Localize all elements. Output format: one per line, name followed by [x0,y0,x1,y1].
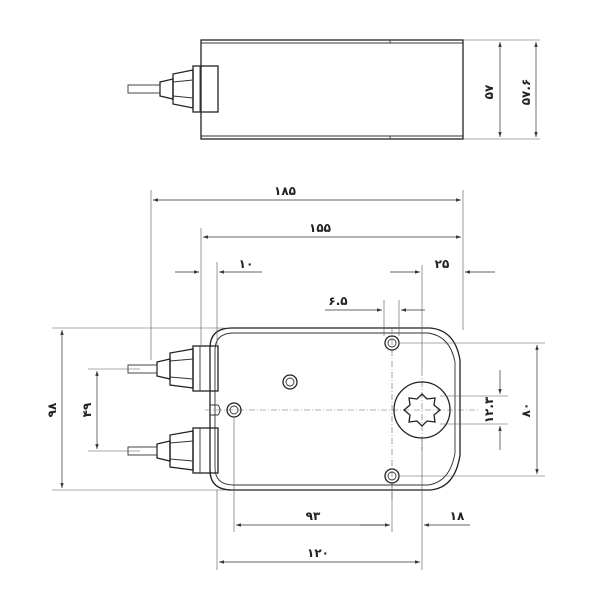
dim-hole-to-shaft: ۹۳ [306,509,321,523]
mounting-hole-top [384,335,400,351]
mounting-hole-bottom [384,468,400,484]
dim-shaft-size: ۱۲.۳ [482,396,496,423]
dim-top-height-outer: ۵۷.۶ [519,79,533,106]
dim-gland-offset: ۱۰ [239,257,254,271]
cable-gland-bottom [127,427,219,474]
housing-outline [209,327,461,491]
dim-overall-length: ۱۸۵ [274,184,296,198]
dim-gland-spacing: ۴۹ [80,402,94,417]
dim-top-height-inner: ۵۷ [482,84,496,99]
left-pivot-hole [226,402,242,418]
dim-overall-height: ۹۸ [45,402,59,417]
dim-base-length: ۱۲۰ [307,546,329,560]
top-view: ۵۷ ۵۷.۶ [127,39,540,140]
slot [210,404,221,416]
top-view-body [200,39,464,140]
cable-gland-top [127,345,219,392]
dim-hole-spacing: ۸۰ [519,403,533,418]
small-screw [282,374,298,390]
dim-body-length: ۱۵۵ [309,221,331,235]
front-view: ۱۸۵ ۱۵۵ ۱۰ ۲۵ ۶.۵ ۹۸ ۴۹ [45,184,545,570]
dim-hole-offset: ۶.۵ [328,294,347,308]
dim-shaft-to-edge: ۱۸ [450,509,465,523]
top-view-cable-gland [127,65,219,113]
dim-shaft-offset-right: ۲۵ [435,257,450,271]
